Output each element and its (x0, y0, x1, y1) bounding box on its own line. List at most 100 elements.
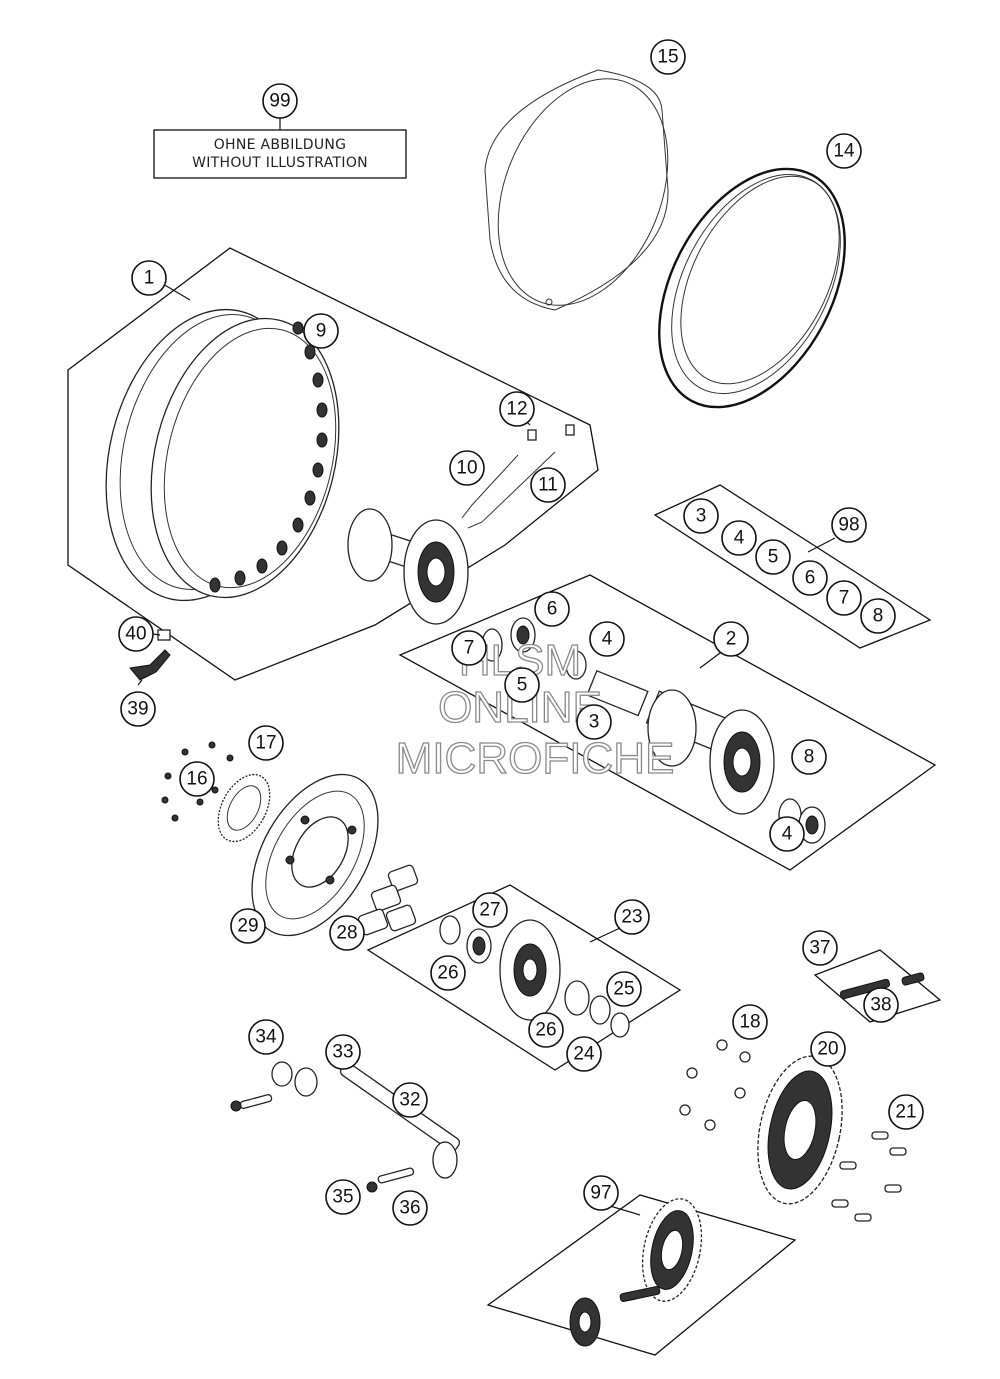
sprocket-carrier-part (439, 915, 630, 1038)
callout-21: 21 (888, 1094, 924, 1130)
callout-8-kit: 8 (860, 598, 896, 634)
brake-disc-part (251, 773, 379, 937)
callout-10: 10 (449, 450, 485, 486)
callout-17: 17 (248, 725, 284, 761)
note-line-1: OHNE ABBILDUNG (214, 137, 347, 153)
svg-text:18: 18 (739, 1012, 760, 1033)
callout-24: 24 (566, 1036, 602, 1072)
tire-liner-part (484, 69, 669, 311)
callout-14: 14 (826, 133, 862, 169)
svg-text:20: 20 (817, 1039, 838, 1060)
svg-text:1: 1 (144, 268, 155, 289)
valve-part (129, 629, 171, 681)
callout-1: 1 (131, 260, 167, 296)
svg-text:33: 33 (332, 1042, 353, 1063)
svg-text:34: 34 (255, 1027, 277, 1048)
svg-text:3: 3 (696, 506, 707, 527)
callout-98: 98 (831, 507, 867, 543)
svg-text:10: 10 (456, 458, 477, 479)
svg-text:7: 7 (464, 638, 475, 659)
svg-text:36: 36 (399, 1198, 420, 1219)
svg-text:6: 6 (805, 568, 816, 589)
callout-7-hub: 7 (451, 630, 487, 666)
callout-8-hub: 8 (791, 739, 827, 775)
svg-text:15: 15 (657, 47, 678, 68)
rim-part (105, 308, 340, 602)
leader-lines (137, 283, 836, 1216)
callout-15: 15 (650, 39, 686, 75)
chain-link-part (839, 972, 925, 1000)
watermark-line-3: MICROFICHE (396, 734, 675, 783)
callout-6-kit: 6 (792, 560, 828, 596)
hub-assembly-outline (398, 574, 937, 871)
svg-text:25: 25 (613, 979, 634, 1000)
sprocket-nuts-part (679, 1039, 751, 1131)
svg-text:35: 35 (332, 1187, 353, 1208)
svg-text:38: 38 (870, 995, 891, 1016)
callout-36: 36 (392, 1190, 428, 1226)
svg-text:11: 11 (538, 475, 558, 496)
bearing-kit-outline (653, 484, 932, 649)
callout-32: 32 (392, 1082, 428, 1118)
callout-9: 9 (303, 313, 339, 349)
callout-11: 11 (530, 467, 566, 503)
callout-99: 99 (262, 83, 298, 119)
svg-text:4: 4 (782, 824, 793, 845)
svg-text:39: 39 (127, 699, 148, 720)
note-box (153, 129, 407, 179)
callout-37: 37 (802, 930, 838, 966)
svg-text:9: 9 (316, 321, 327, 342)
svg-text:98: 98 (838, 515, 859, 536)
svg-text:12: 12 (506, 399, 527, 420)
svg-text:14: 14 (833, 141, 855, 162)
rim-band-part (658, 167, 846, 409)
callout-97: 97 (583, 1175, 619, 1211)
svg-text:17: 17 (255, 733, 276, 754)
sprocket-carrier-outline (366, 884, 682, 1071)
rear-sprocket-part (757, 1055, 843, 1205)
note-line-2: WITHOUT ILLUSTRATION (192, 155, 368, 171)
spokes-part (461, 424, 575, 529)
callout-38: 38 (863, 987, 899, 1023)
svg-text:29: 29 (237, 916, 258, 937)
callout-3-kit: 3 (683, 498, 719, 534)
svg-text:27: 27 (479, 900, 500, 921)
svg-text:5: 5 (768, 547, 779, 568)
callout-40: 40 (118, 616, 154, 652)
svg-text:4: 4 (602, 629, 613, 650)
callout-6-hub: 6 (534, 591, 570, 627)
callout-26-right: 26 (528, 1012, 564, 1048)
disc-bolts-part (161, 741, 234, 822)
svg-text:7: 7 (839, 588, 850, 609)
callout-12: 12 (499, 391, 535, 427)
callout-23: 23 (614, 899, 650, 935)
callout-29: 29 (230, 908, 266, 944)
callout-20: 20 (810, 1031, 846, 1067)
callout-26-left: 26 (430, 955, 466, 991)
callout-18: 18 (732, 1004, 768, 1040)
callout-2: 2 (713, 621, 749, 657)
svg-text:37: 37 (809, 938, 830, 959)
rear-hub-part (481, 617, 826, 844)
svg-text:26: 26 (437, 963, 458, 984)
callout-25: 25 (606, 971, 642, 1007)
svg-text:6: 6 (547, 599, 558, 620)
svg-text:5: 5 (517, 675, 528, 696)
svg-text:99: 99 (269, 91, 290, 112)
svg-text:24: 24 (573, 1044, 595, 1065)
callout-4-hub-bottom: 4 (769, 816, 805, 852)
svg-text:26: 26 (535, 1020, 556, 1041)
callout-39: 39 (120, 691, 156, 727)
callout-16: 16 (179, 761, 215, 797)
svg-text:97: 97 (590, 1183, 611, 1204)
wheel-assembly-outline (67, 247, 599, 681)
chain-link-outline (813, 949, 942, 1023)
drive-kit-outline (486, 1194, 797, 1356)
abs-ring-part (217, 773, 271, 843)
callout-5-hub: 5 (504, 667, 540, 703)
svg-text:23: 23 (621, 907, 642, 928)
callout-35: 35 (325, 1179, 361, 1215)
callout-27: 27 (472, 892, 508, 928)
axle-part (230, 1061, 461, 1193)
